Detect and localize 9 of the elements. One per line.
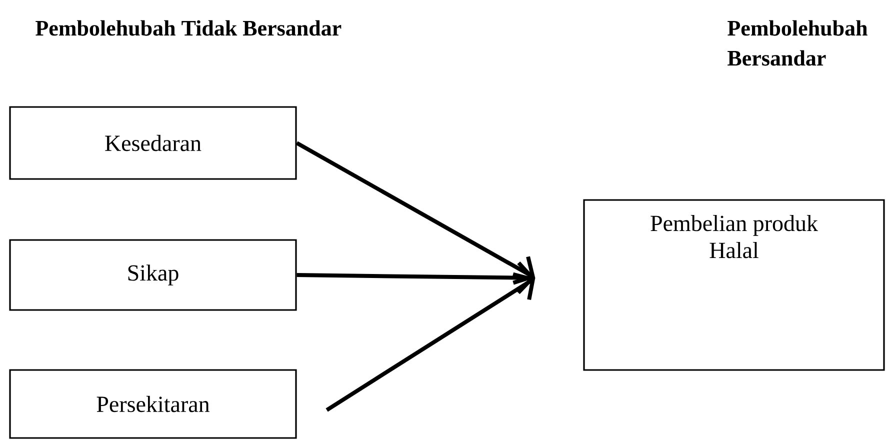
heading-text: Pembolehubah Tidak Bersandar	[36, 20, 342, 36]
variable-box: Kesedaran	[9, 106, 297, 180]
variable-box: Pembelian produk Halal	[583, 199, 885, 371]
variable-box: Persekitaran	[9, 369, 297, 439]
heading-text: Pembolehubah Bersandar	[728, 20, 868, 66]
arrow	[326, 272, 536, 412]
variable-box: Sikap	[9, 239, 297, 311]
arrow	[296, 261, 536, 294]
arrow	[296, 141, 536, 285]
